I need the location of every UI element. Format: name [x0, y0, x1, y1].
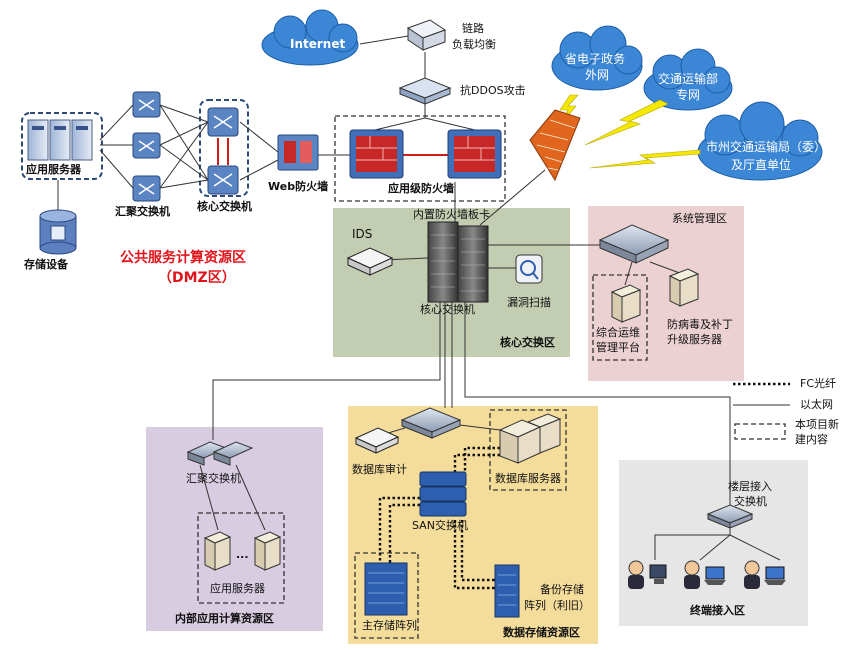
ministry-cloud — [643, 48, 733, 111]
ministry-label-1: 交通运输部 — [658, 72, 719, 86]
provincial-egov-cloud — [551, 25, 643, 91]
dmz-server-box — [21, 112, 103, 180]
antivirus-server-icon — [668, 268, 700, 307]
terminal-zone-title: 终端接入区 — [690, 604, 745, 617]
san-switch-label: SAN交换机 — [412, 519, 468, 532]
core-switch-arrows — [213, 115, 233, 187]
legend-new-box — [734, 423, 786, 440]
provincial-egov-label-2: 外网 — [585, 68, 610, 82]
main-array-label: 主存储阵列 — [362, 619, 417, 632]
ops-box — [592, 274, 648, 361]
dashed-new-boxes — [21, 99, 648, 639]
datastore-switch-icon — [400, 407, 462, 439]
storage-device-label: 存储设备 — [24, 258, 68, 271]
sysmgmt-zone-bg — [588, 206, 744, 381]
core-zone-title: 核心交换区 — [500, 336, 555, 349]
anti-ddos-label: 抗DDOS攻击 — [460, 84, 526, 97]
dmz-app-server-label: 应用服务器 — [26, 163, 81, 176]
anti-ddos-icon — [398, 77, 452, 105]
floor-switch-label-2: 交换机 — [734, 495, 767, 508]
inner-app-box — [197, 512, 285, 604]
backup-array-label-1: 备份存储 — [540, 583, 584, 596]
floor-switch-icon — [706, 504, 754, 529]
ids-icon — [346, 247, 394, 276]
inner-agg-switch-icon — [186, 441, 254, 466]
dmz-app-server-icon — [27, 119, 93, 161]
internet-cloud — [261, 9, 359, 66]
main-array-icon — [364, 562, 408, 616]
legend-ethernet-label: 以太网 — [800, 398, 833, 411]
app-firewall-icon-left — [349, 129, 404, 179]
antivirus-label-1: 防病毒及补丁 — [667, 318, 733, 331]
sysmgmt-zone-title: 系统管理区 — [672, 212, 727, 225]
db-server-icon — [498, 413, 562, 464]
web-firewall-label: Web防火墙 — [268, 180, 329, 193]
fc-links — [378, 446, 500, 590]
antivirus-label-2: 升级服务器 — [667, 333, 722, 346]
main-array-box — [354, 552, 419, 639]
city-units-label-1: 市州交通运输局（委） — [706, 140, 827, 154]
ops-platform-label-2: 管理平台 — [596, 341, 640, 354]
provincial-egov-label-1: 省电子政务 — [565, 52, 626, 66]
core-switch-label: 核心交换机 — [420, 303, 475, 316]
link-lb-label-1: 链路 — [462, 22, 484, 35]
core-chassis-icon — [427, 221, 489, 303]
backup-array-icon — [494, 564, 520, 618]
inner-zone-bg — [146, 427, 323, 631]
db-audit-label: 数据库审计 — [352, 463, 407, 476]
link-lb-icon — [406, 19, 447, 51]
legend-fc-label: FC光纤 — [800, 377, 837, 390]
external-firewall-icon — [529, 109, 581, 182]
datastore-zone-title: 数据存储资源区 — [503, 626, 580, 639]
inner-agg-switch-label: 汇聚交换机 — [186, 472, 241, 485]
terminal-zone-bg — [619, 460, 808, 626]
ethernet-links — [99, 35, 781, 561]
dmz-zone-subtitle: （DMZ区） — [158, 270, 236, 286]
internet-label: Internet — [290, 37, 346, 51]
dmz-zone-title: 公共服务计算资源区 — [120, 250, 246, 266]
ops-platform-server-icon — [610, 284, 642, 323]
legend-new-label-2: 建内容 — [795, 433, 828, 446]
storage-device-icon — [39, 209, 77, 255]
backup-array-label-2: 阵列（利旧） — [524, 599, 590, 612]
inner-app-server-label: 应用服务器 — [210, 582, 265, 595]
dmz-agg-switch-label: 汇聚交换机 — [115, 205, 170, 218]
builtin-fw-board-label: 内置防火墙板卡 — [413, 208, 490, 221]
city-units-label-2: 及厅直单位 — [731, 158, 792, 172]
floor-switch-label-1: 楼层接入 — [728, 480, 772, 493]
dmz-core-switch-icons — [207, 107, 239, 195]
ha-links — [217, 138, 448, 165]
app-firewall-icon-right — [447, 129, 502, 179]
app-firewall-label: 应用级防火墙 — [388, 182, 454, 195]
dbserver-box — [489, 409, 567, 491]
vuln-scan-label: 漏洞扫描 — [507, 296, 551, 309]
ministry-label-2: 专网 — [676, 88, 701, 102]
sysmgmt-switch-icon — [598, 224, 670, 264]
inner-app-server-icons — [203, 531, 282, 571]
dmz-core-switch-label: 核心交换机 — [197, 200, 252, 213]
link-lb-label-2: 负载均衡 — [452, 38, 496, 51]
inner-ellipsis: ... — [236, 548, 249, 561]
ids-label: IDS — [352, 227, 373, 241]
user-pc-icons — [628, 560, 786, 589]
db-server-label: 数据库服务器 — [495, 472, 561, 485]
inner-zone-title: 内部应用计算资源区 — [175, 612, 274, 625]
agg-switch-arrows — [138, 99, 155, 195]
legend-new-label-1: 本项目新 — [795, 418, 839, 431]
db-audit-icon — [354, 427, 400, 454]
web-firewall-icon — [277, 134, 319, 171]
dmz-core-box — [199, 99, 249, 197]
ops-platform-label-1: 综合运维 — [596, 326, 640, 339]
san-switch-icon — [419, 471, 467, 517]
vuln-scan-icon — [515, 254, 543, 284]
firewall-box — [334, 115, 506, 202]
